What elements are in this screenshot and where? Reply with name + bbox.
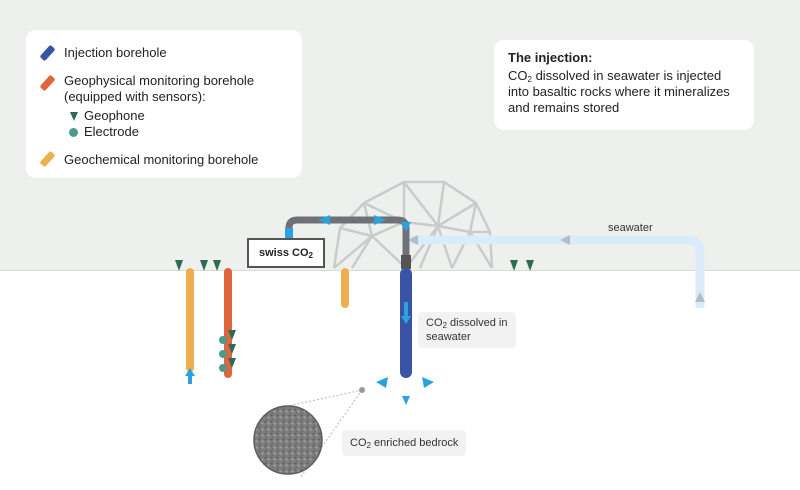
swiss-co2-tank: swiss CO2 xyxy=(247,238,325,268)
injection-head xyxy=(401,255,411,269)
tank-label-sub: 2 xyxy=(308,251,313,260)
surface-geophones xyxy=(175,260,534,271)
dissolved-text-line2: seawater xyxy=(426,331,471,343)
info-text: CO2 dissolved in seawater is injected in… xyxy=(508,68,744,116)
bedrock-zoom-point xyxy=(359,387,365,393)
geodesic-dome xyxy=(332,180,494,269)
electrode-icon xyxy=(69,128,78,137)
bedrock-text: enriched bedrock xyxy=(370,437,459,449)
info-co2: CO xyxy=(508,68,528,83)
legend-injection: Injection borehole xyxy=(64,45,167,60)
geophysical-swatch xyxy=(39,74,56,92)
legend-electrode: Electrode xyxy=(84,124,139,139)
geophysical-borehole xyxy=(224,268,232,378)
legend-geophysical-sub: (equipped with sensors): xyxy=(64,89,206,104)
seawater-flow-arrows xyxy=(408,235,705,302)
legend-geophone: Geophone xyxy=(84,108,145,123)
geochemical-borehole-short xyxy=(341,268,349,308)
geophone-icon xyxy=(70,112,78,121)
borehole-electrodes xyxy=(219,336,227,372)
seawater-label: seawater xyxy=(608,222,653,234)
legend-panel: Injection borehole Geophysical monitorin… xyxy=(26,30,302,178)
borehole-geophones xyxy=(228,330,236,368)
injection-swatch xyxy=(39,44,56,62)
ground-surface xyxy=(0,270,800,271)
dissolved-text: dissolved in xyxy=(450,317,508,329)
geochemical-up-arrow xyxy=(185,368,195,384)
geochemical-borehole-left xyxy=(186,268,194,372)
dissolved-co2: CO xyxy=(426,317,443,329)
injection-info-box: The injection: CO2 dissolved in seawater… xyxy=(494,40,754,130)
co2-flow-arrows xyxy=(285,215,411,240)
info-co2-sub: 2 xyxy=(527,75,532,84)
legend-geophysical: Geophysical monitoring borehole xyxy=(64,73,255,88)
geochemical-swatch xyxy=(39,150,56,168)
seawater-pipe xyxy=(408,235,705,308)
info-body-text: dissolved in seawater is injected into b… xyxy=(508,68,730,115)
bedrock-callout: CO2 enriched bedrock xyxy=(342,430,467,456)
tank-label: swiss CO xyxy=(259,247,309,259)
bedrock-co2-sub: 2 xyxy=(366,441,371,450)
legend-geochemical: Geochemical monitoring borehole xyxy=(64,152,259,167)
info-title: The injection: xyxy=(508,50,593,65)
co2-dissolved-callout: CO2 dissolved in seawater xyxy=(418,312,516,348)
injection-outflow-arrows xyxy=(376,377,434,405)
injection-down-arrows xyxy=(401,302,411,324)
dissolved-co2-sub: 2 xyxy=(442,321,447,330)
bedrock-co2: CO xyxy=(350,437,367,449)
bedrock-sample-image xyxy=(253,405,323,475)
